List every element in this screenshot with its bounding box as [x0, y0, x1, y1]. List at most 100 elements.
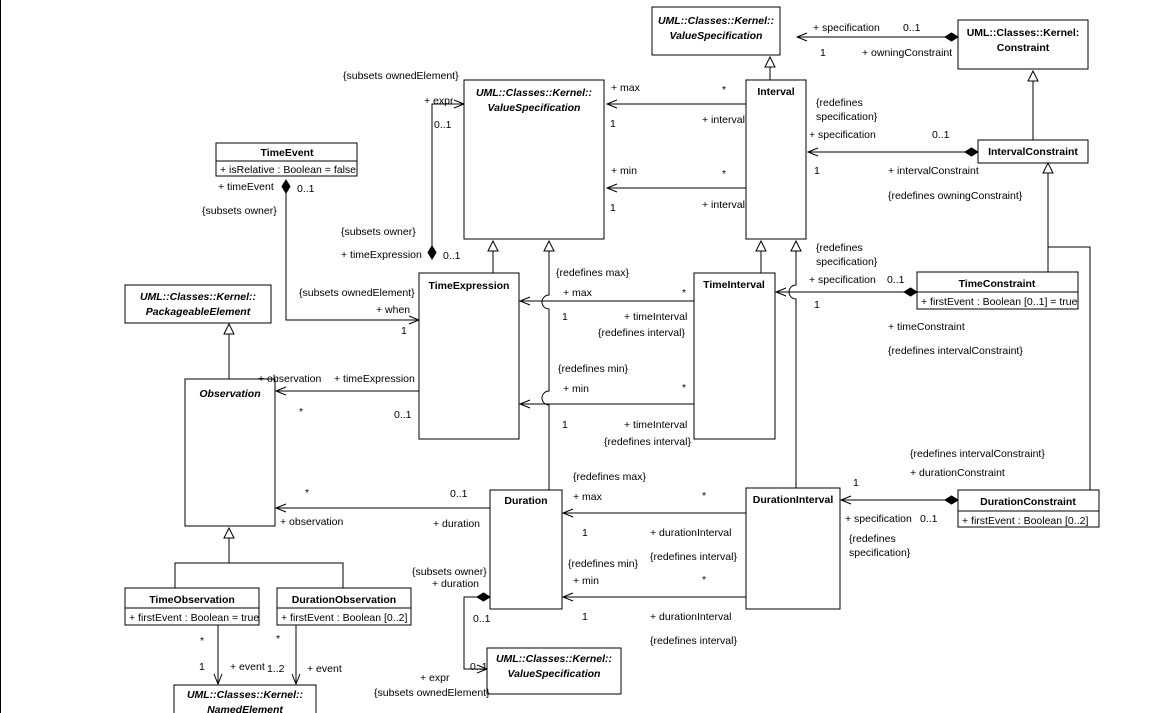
class-valuespecification-bottom-title-1: UML::Classes::Kernel::	[496, 653, 612, 665]
class-timeevent[interactable]: TimeEvent + isRelative : Boolean = false	[215, 142, 358, 177]
class-valuespecification-top[interactable]: UML::Classes::Kernel:: ValueSpecificatio…	[651, 6, 781, 56]
role-label: + expr	[420, 672, 450, 684]
constraint-label: {subsets ownedElement}	[343, 70, 459, 82]
constraint-label: {redefines owningConstraint}	[888, 190, 1023, 202]
class-valuespecification-main-title-1: UML::Classes::Kernel::	[476, 87, 592, 99]
role-label: + max	[563, 287, 593, 299]
constraint-label: {redefines max}	[556, 267, 629, 279]
role-label: + expr	[424, 95, 454, 107]
role-label: + event	[230, 661, 265, 673]
constraint-label: specification}	[849, 547, 911, 559]
role-label: + intervalConstraint	[888, 165, 979, 177]
class-duration[interactable]: Duration	[489, 489, 563, 610]
role-label: + interval	[702, 114, 745, 126]
role-label: + observation	[258, 373, 321, 385]
multiplicity-label: *	[276, 633, 280, 645]
class-valuespecification-bottom-title-2: ValueSpecification	[508, 668, 601, 680]
multiplicity-label: 1	[401, 325, 407, 337]
class-timeobservation[interactable]: TimeObservation + firstEvent : Boolean =…	[124, 587, 260, 626]
class-durationobservation[interactable]: DurationObservation + firstEvent : Boole…	[276, 587, 412, 626]
role-label: + durationInterval	[650, 527, 731, 539]
multiplicity-label: 1	[562, 311, 568, 323]
multiplicity-label: 0..1	[903, 22, 921, 34]
class-packageableelement[interactable]: UML::Classes::Kernel:: PackageableElemen…	[124, 284, 272, 324]
class-valuespecification-top-title-1: UML::Classes::Kernel::	[658, 15, 774, 27]
class-durationconstraint-attr: + firstEvent : Boolean [0..2]	[962, 515, 1088, 527]
class-durationobservation-title: DurationObservation	[292, 594, 396, 606]
class-valuespecification-bottom[interactable]: UML::Classes::Kernel:: ValueSpecificatio…	[486, 647, 622, 695]
constraint-label: {redefines min}	[568, 558, 639, 570]
multiplicity-label: *	[702, 574, 706, 586]
assoc-timeexpression-expr	[432, 104, 464, 259]
role-label: + specification	[809, 129, 876, 141]
class-intervalconstraint-title: IntervalConstraint	[988, 146, 1078, 158]
multiplicity-label: *	[682, 382, 686, 394]
role-label: + timeInterval	[624, 311, 687, 323]
role-label: + min	[563, 383, 589, 395]
multiplicity-label: *	[722, 84, 726, 96]
role-label: + duration	[432, 578, 479, 590]
class-packageableelement-title-2: PackageableElement	[146, 306, 251, 318]
class-constraint[interactable]: UML::Classes::Kernel: Constraint	[957, 19, 1089, 70]
constraint-label: {redefines interval}	[604, 436, 691, 448]
role-label: + owningConstraint	[862, 47, 952, 59]
class-interval[interactable]: Interval	[745, 79, 807, 240]
class-observation[interactable]: Observation	[184, 378, 276, 527]
role-label: + interval	[702, 199, 745, 211]
constraint-label: {subsets owner}	[341, 226, 416, 238]
class-durationconstraint-title: DurationConstraint	[980, 496, 1076, 508]
class-timeconstraint[interactable]: TimeConstraint + firstEvent : Boolean [0…	[916, 271, 1079, 310]
multiplicity-label: *	[200, 635, 204, 647]
assoc-duration-expr	[463, 597, 490, 669]
constraint-label: {redefines intervalConstraint}	[910, 448, 1045, 460]
multiplicity-label: *	[702, 490, 706, 502]
multiplicity-label: 0..1	[473, 613, 491, 625]
role-label: + specification	[813, 22, 880, 34]
class-constraint-title-2: Constraint	[997, 42, 1050, 54]
multiplicity-label: *	[305, 487, 309, 499]
multiplicity-label: 1	[610, 118, 616, 130]
class-intervalconstraint[interactable]: IntervalConstraint	[977, 139, 1089, 164]
class-duration-title: Duration	[504, 495, 547, 507]
constraint-label: {redefines	[816, 242, 863, 254]
constraint-label: specification}	[816, 256, 878, 268]
class-timeexpression[interactable]: TimeExpression	[418, 272, 520, 440]
multiplicity-label: 1	[582, 611, 588, 623]
role-label: + specification	[845, 513, 912, 525]
class-valuespecification-main[interactable]: UML::Classes::Kernel:: ValueSpecificatio…	[463, 79, 605, 240]
multiplicity-label: 1	[582, 527, 588, 539]
role-label: + event	[307, 663, 342, 675]
multiplicity-label: 1	[853, 477, 859, 489]
multiplicity-label: 1	[820, 47, 826, 59]
class-timeconstraint-attr: + firstEvent : Boolean [0..1] = true	[921, 296, 1078, 308]
multiplicity-label: *	[722, 168, 726, 180]
role-label: + timeExpression	[341, 249, 422, 261]
class-observation-title: Observation	[199, 388, 260, 400]
constraint-label: {subsets ownedElement}	[299, 287, 415, 299]
multiplicity-label: 1	[610, 202, 616, 214]
multiplicity-label: 1	[814, 165, 820, 177]
multiplicity-label: 0..1	[932, 129, 950, 141]
role-label: + specification	[809, 274, 876, 286]
class-timeinterval[interactable]: TimeInterval	[693, 272, 776, 440]
role-label: + timeInterval	[624, 419, 687, 431]
multiplicity-label: *	[682, 287, 686, 299]
class-packageableelement-title-1: UML::Classes::Kernel::	[140, 291, 256, 303]
class-timeobservation-title: TimeObservation	[149, 594, 235, 606]
gen-duration-vs	[541, 241, 549, 490]
constraint-label: {subsets owner}	[202, 205, 277, 217]
class-durationconstraint[interactable]: DurationConstraint + firstEvent : Boolea…	[957, 489, 1100, 528]
multiplicity-label: *	[299, 406, 303, 418]
constraint-label: {redefines interval}	[598, 327, 685, 339]
constraint-label: {redefines intervalConstraint}	[888, 345, 1023, 357]
class-timeconstraint-title: TimeConstraint	[959, 278, 1036, 290]
class-namedelement[interactable]: UML::Classes::Kernel:: NamedElement	[173, 684, 317, 713]
multiplicity-label: 1..2	[267, 663, 285, 675]
role-label: + timeConstraint	[888, 321, 965, 333]
class-timeinterval-title: TimeInterval	[703, 279, 765, 291]
class-durationinterval[interactable]: DurationInterval	[745, 487, 841, 610]
multiplicity-label: 0..1	[443, 250, 461, 262]
gen-timeobservation-observation	[174, 562, 229, 588]
multiplicity-label: 0..1	[394, 409, 412, 421]
